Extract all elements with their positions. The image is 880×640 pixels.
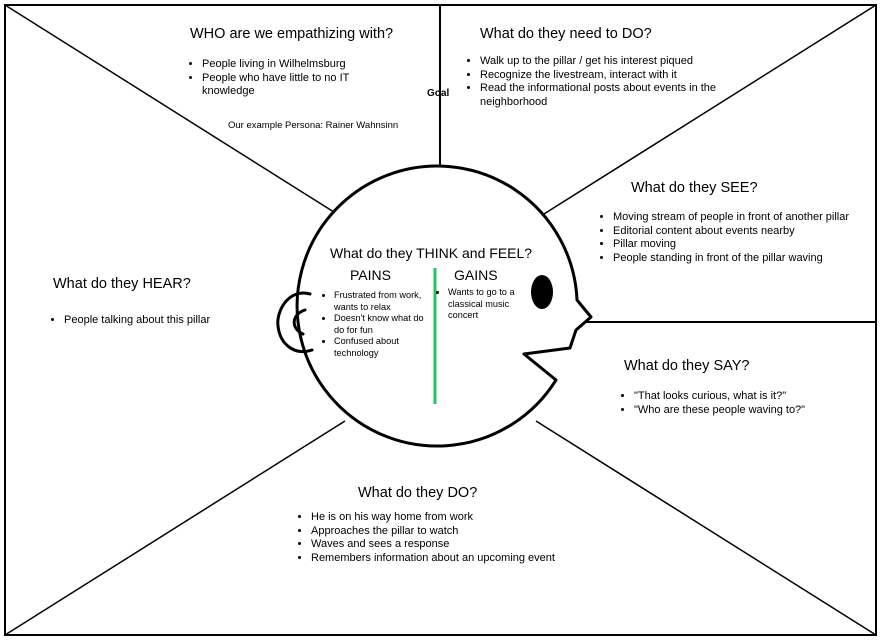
list-item: Doesn't know what do do for fun <box>334 313 428 336</box>
need-to-do-title: What do they need to DO? <box>480 26 652 42</box>
divider-diagonal-bottom-left <box>4 420 346 636</box>
say-title: What do they SAY? <box>624 358 750 374</box>
gains-list: Wants to go to a classical music concert <box>436 287 526 322</box>
hear-title: What do they HEAR? <box>53 276 191 292</box>
hear-list: People talking about this pillar <box>52 314 252 328</box>
list-item: Waves and sees a response <box>311 538 589 552</box>
list-item: People living in Wilhelmsburg <box>202 58 375 72</box>
who-title: WHO are we empathizing with? <box>190 26 394 42</box>
divider-diagonal-top-right <box>535 4 877 220</box>
see-title: What do they SEE? <box>631 180 758 196</box>
persona-note: Our example Persona: Rainer Wahnsinn <box>228 120 399 131</box>
see-list: Moving stream of people in front of anot… <box>601 211 871 265</box>
do-title: What do they DO? <box>358 485 478 501</box>
list-item: Wants to go to a classical music concert <box>448 287 526 322</box>
eye <box>531 275 553 309</box>
ear-inner <box>292 308 307 336</box>
list-item: Pillar moving <box>613 238 871 252</box>
divider-diagonal-top-left <box>4 4 346 220</box>
list-item: Editorial content about events nearby <box>613 225 871 239</box>
list-item: People talking about this pillar <box>64 314 252 328</box>
pains-list: Frustrated from work, wants to relax Doe… <box>322 290 428 360</box>
goal-label: Goal <box>427 88 450 99</box>
list-item: "That looks curious, what is it?" <box>634 390 842 404</box>
list-item: Remembers information about an upcoming … <box>311 552 589 566</box>
pains-label: PAINS <box>350 267 391 283</box>
need-to-do-list: Walk up to the pillar / get his interest… <box>468 55 730 109</box>
list-item: Approaches the pillar to watch <box>311 525 589 539</box>
list-item: People who have little to no IT knowledg… <box>202 72 375 99</box>
head-outline <box>295 164 593 448</box>
list-item: Confused about technology <box>334 336 428 359</box>
list-item: Walk up to the pillar / get his interest… <box>480 55 730 69</box>
list-item: Frustrated from work, wants to relax <box>334 290 428 313</box>
list-item: Read the informational posts about event… <box>480 82 730 109</box>
list-item: Moving stream of people in front of anot… <box>613 211 871 225</box>
do-list: He is on his way home from work Approach… <box>299 511 589 565</box>
list-item: He is on his way home from work <box>311 511 589 525</box>
ear-outline <box>276 291 314 353</box>
list-item: People standing in front of the pillar w… <box>613 252 871 266</box>
list-item: "Who are these people waving to?" <box>634 404 842 418</box>
list-item: Recognize the livestream, interact with … <box>480 69 730 83</box>
say-list: "That looks curious, what is it?" "Who a… <box>622 390 842 417</box>
gains-label: GAINS <box>454 267 498 283</box>
who-list: People living in Wilhelmsburg People who… <box>190 58 375 99</box>
think-feel-title: What do they THINK and FEEL? <box>330 245 533 261</box>
divider-diagonal-bottom-right <box>535 420 877 636</box>
